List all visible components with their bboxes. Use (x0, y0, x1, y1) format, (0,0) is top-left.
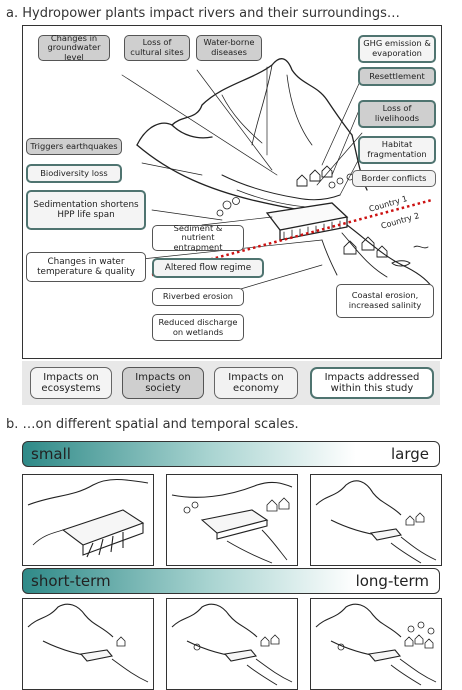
temporal-scale-bar: short-term long-term (22, 568, 440, 594)
temporal-thumbnail-long (310, 598, 442, 690)
label-loss-of-livelihoods: Loss of livelihoods (358, 100, 436, 128)
label-riverbed-erosion: Riverbed erosion (152, 288, 244, 306)
spatial-scale-small: small (31, 445, 71, 463)
label-habitat-fragmentation: Habitat fragmentation (358, 136, 436, 164)
label-groundwater: Changes in groundwater level (38, 35, 110, 61)
temporal-scale-short: short-term (31, 572, 111, 590)
temporal-scale-long: long-term (356, 572, 429, 590)
label-sedimentation: Sedimentation shortens HPP life span (26, 190, 146, 230)
label-ghg-emission: GHG emission & evaporation (358, 35, 436, 63)
label-resettlement: Resettlement (358, 67, 436, 86)
spatial-thumbnail-large (310, 474, 442, 566)
legend-economy: Impacts on economy (214, 367, 298, 399)
label-coastal-erosion: Coastal erosion, increased salinity (336, 284, 434, 318)
legend-study: Impacts addressed within this study (310, 367, 434, 399)
label-biodiversity-loss: Biodiversity loss (26, 164, 122, 183)
heading-a: a. Hydropower plants impact rivers and t… (6, 6, 400, 21)
label-water-temperature: Changes in water temperature & quality (26, 252, 146, 282)
legend-ecosystems: Impacts on ecosystems (30, 367, 112, 399)
heading-b: b. …on different spatial and temporal sc… (6, 417, 299, 432)
legend-society: Impacts on society (122, 367, 204, 399)
temporal-thumbnail-medium (166, 598, 298, 690)
label-border-conflicts: Border conflicts (352, 170, 436, 187)
label-waterborne-diseases: Water-borne diseases (196, 35, 262, 61)
label-altered-flow-regime: Altered flow regime (152, 258, 264, 278)
spatial-scale-bar: small large (22, 441, 440, 467)
label-sediment-entrapment: Sediment & nutrient entrapment (152, 225, 244, 251)
label-cultural-sites: Loss of cultural sites (124, 35, 190, 61)
spatial-thumbnail-medium (166, 474, 298, 566)
spatial-thumbnail-small (22, 474, 154, 566)
label-triggers-earthquakes: Triggers earthquakes (26, 138, 122, 155)
label-reduced-discharge: Reduced discharge on wetlands (152, 314, 244, 341)
temporal-thumbnail-short (22, 598, 154, 690)
spatial-scale-large: large (391, 445, 429, 463)
